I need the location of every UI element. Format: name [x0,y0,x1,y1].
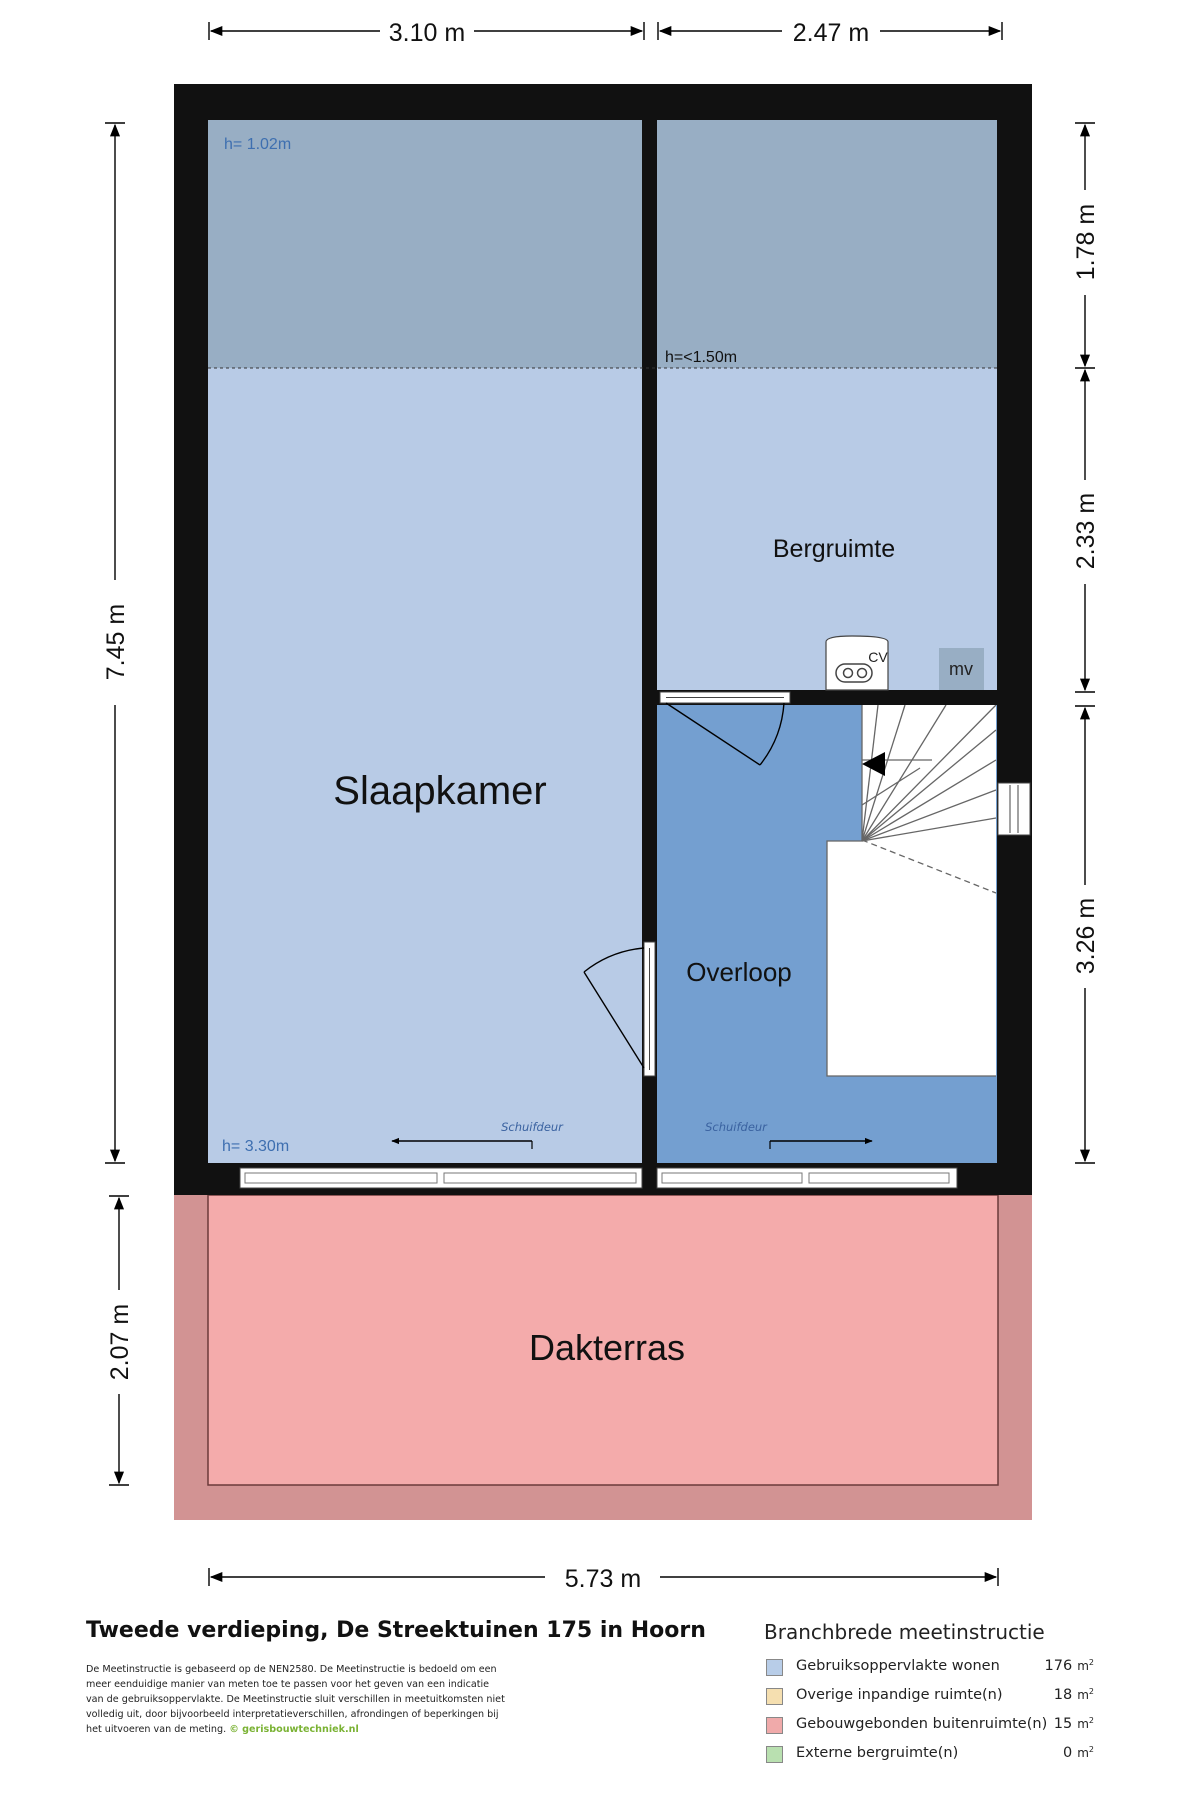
bergruimte-low-zone [657,120,997,368]
dimension-left-lower: 2.07 m [106,1195,134,1486]
credit-link[interactable]: © gerisbouwtechniek.nl [229,1724,359,1735]
legend-unit-power: 2 [1088,1716,1094,1725]
dimension-label-top-right: 2.47 m [793,19,869,47]
height-label-full: h= 3.30m [222,1138,289,1155]
legend-swatch [766,1659,783,1676]
dakterras-floor [207,1194,999,1486]
dimension-bottom: 5.73 m [208,1565,999,1593]
disclaimer-text: De Meetinstructie is gebaseerd op de NEN… [86,1664,505,1735]
slaapkamer-low-zone [208,120,642,368]
room-label-slaapkamer: Slaapkamer [333,769,546,813]
sliding-door-left-frame [239,1167,643,1189]
legend-value: 15 [1053,1716,1073,1732]
legend-unit-text: m [1077,1746,1089,1760]
height-label-low: h= 1.02m [224,136,291,153]
dimension-label-right-bottom: 3.26 m [1072,898,1100,974]
sliding-door-label-left: Schuifdeur [501,1120,564,1134]
mv-box [939,648,984,690]
legend-label: Overige inpandige ruimte(n) [796,1687,1003,1703]
room-label-bergruimte: Bergruimte [773,535,895,563]
dimension-right-top: 1.78 m [1072,122,1100,369]
disclaimer: De Meetinstructie is gebaseerd op de NEN… [86,1662,506,1737]
legend-label: Externe bergruimte(n) [796,1745,959,1761]
legend-item: Overige inpandige ruimte(n) 18 m2 [764,1687,1094,1716]
stair-lines [826,704,997,1077]
legend-value-group: 18 m2 [1054,1687,1094,1703]
mv-label: mv [949,659,973,679]
legend-unit-power: 2 [1088,1745,1094,1754]
legend-value: 18 [1053,1687,1073,1703]
legend-unit-text: m [1077,1717,1089,1731]
legend-label: Gebouwgebonden buitenruimte(n) [796,1716,1048,1732]
legend-swatch [766,1717,783,1734]
legend-swatch [766,1688,783,1705]
floor-title: Tweede verdieping, De Streektuinen 175 i… [86,1618,706,1643]
dimension-label-left-upper: 7.45 m [102,604,130,680]
dimension-label-right-top: 1.78 m [1072,204,1100,280]
legend-unit: m2 [1077,1687,1094,1702]
legend-unit-power: 2 [1088,1658,1094,1667]
legend-item: Gebruiksoppervlakte wonen 176 m2 [764,1658,1094,1687]
room-label-dakterras: Dakterras [529,1327,685,1368]
legend: Branchbrede meetinstructie Gebruiksopper… [764,1620,1094,1774]
dimension-label-bottom: 5.73 m [565,1565,641,1593]
legend-unit: m2 [1077,1658,1094,1673]
dimension-top-right: 2.47 m [657,19,1003,47]
legend-unit-text: m [1077,1688,1089,1702]
legend-unit: m2 [1077,1716,1094,1731]
dimension-left-upper: 7.45 m [102,122,130,1164]
sliding-door-label-right: Schuifdeur [705,1120,768,1134]
door-swing-slaapkamer [583,947,645,1069]
room-label-overloop: Overloop [686,957,792,987]
legend-title: Branchbrede meetinstructie [764,1620,1045,1644]
dimension-right-middle: 2.33 m [1072,368,1100,693]
legend-unit-text: m [1077,1659,1089,1673]
legend-unit: m2 [1077,1745,1094,1760]
legend-swatch [766,1746,783,1763]
cv-label: CV [868,649,888,665]
dimension-label-left-lower: 2.07 m [106,1304,134,1380]
legend-value-group: 176 m2 [1045,1658,1094,1674]
wall-vertical-center [642,120,657,1195]
legend-value: 0 [1062,1745,1073,1761]
height-label-knee: h=<1.50m [665,349,737,366]
legend-value-group: 15 m2 [1054,1716,1094,1732]
window-stair [997,782,1031,836]
door-swing-bergruimte [665,702,785,766]
dimension-right-bottom: 3.26 m [1072,705,1100,1164]
stair-void [827,841,996,1076]
legend-unit-power: 2 [1088,1687,1094,1696]
dimension-top-left: 3.10 m [208,19,645,47]
legend-item: Gebouwgebonden buitenruimte(n) 15 m2 [764,1716,1094,1745]
stair-direction-arrow [862,752,885,776]
legend-label: Gebruiksoppervlakte wonen [796,1658,1000,1674]
dimension-label-right-middle: 2.33 m [1072,493,1100,569]
cv-boiler-icon: CV [825,635,889,691]
legend-value: 176 [1044,1658,1073,1674]
sliding-door-right-frame [656,1167,958,1189]
dimension-label-top-left: 3.10 m [389,19,465,47]
